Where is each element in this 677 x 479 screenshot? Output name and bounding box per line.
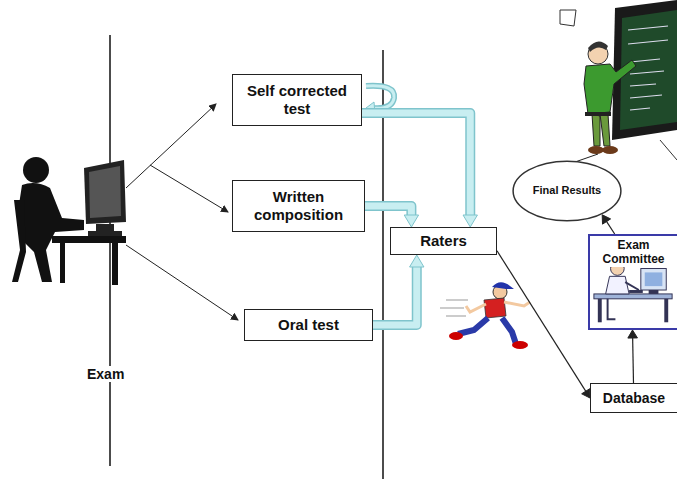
- node-text: Raters: [420, 232, 467, 250]
- connector-arrow: [602, 215, 615, 234]
- divider-line: [109, 35, 111, 466]
- flow-arrow: [362, 113, 477, 227]
- connector-arrow: [628, 330, 638, 383]
- result-ellipse: Final Results: [512, 160, 622, 222]
- leader-line: [126, 104, 216, 188]
- leader-line: [126, 245, 238, 320]
- teacher-illustration: [560, 0, 677, 160]
- flow-arrow: [365, 206, 419, 227]
- process-box: Self corrected test: [232, 74, 362, 126]
- leader-line: [575, 154, 598, 162]
- leader-line: [150, 165, 228, 212]
- node-text: Written composition: [241, 188, 356, 224]
- process-box: Written composition: [232, 180, 365, 232]
- label-text: Exam: [85, 366, 126, 382]
- connector-arrow: [497, 251, 590, 398]
- process-box: Database: [590, 383, 677, 413]
- process-box: Oral test: [244, 309, 373, 341]
- process-box: Raters: [390, 227, 497, 255]
- committee-panel: Exam Committee: [588, 234, 677, 330]
- node-text: Final Results: [533, 184, 601, 197]
- node-text: Oral test: [278, 316, 339, 334]
- flow-arrow: [373, 255, 424, 325]
- node-text: Exam Committee: [590, 238, 677, 267]
- node-text: Database: [603, 390, 665, 407]
- running-man: [440, 282, 530, 349]
- node-text: Self corrected test: [241, 82, 353, 118]
- person-at-computer: [12, 157, 126, 285]
